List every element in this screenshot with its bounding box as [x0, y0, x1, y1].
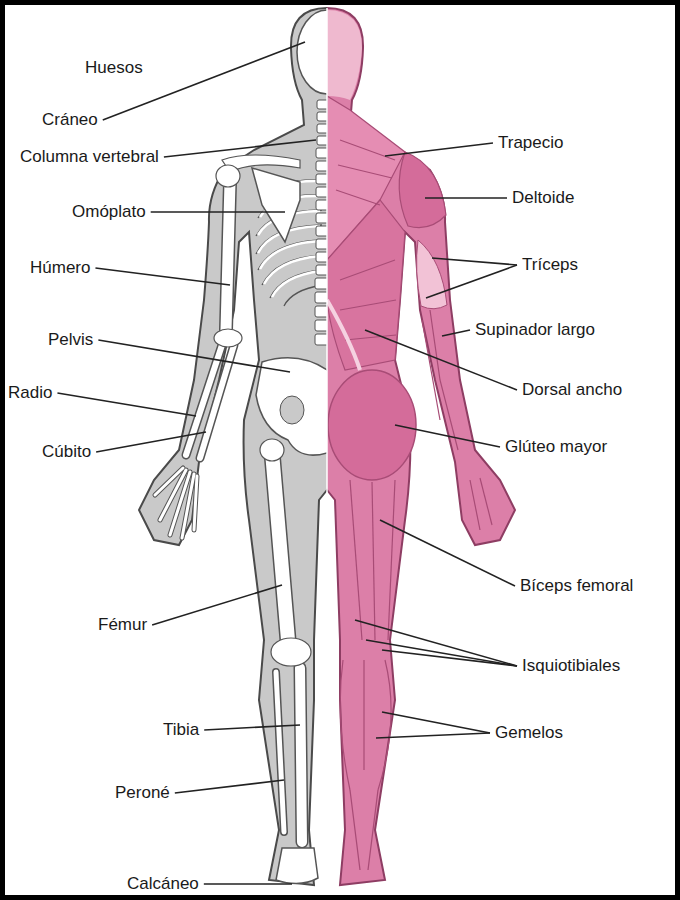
muscle-label: Deltoide: [512, 188, 574, 208]
midline: [326, 8, 328, 885]
skull-bone: [297, 10, 327, 94]
leader-line: [382, 650, 517, 666]
bone-label: Tibia: [163, 720, 199, 740]
leader-line: [385, 143, 493, 156]
elbow-joint: [214, 329, 242, 347]
pelvis-foramen: [280, 396, 304, 424]
bone-label: Fémur: [98, 615, 147, 635]
muscle-label: Gemelos: [495, 723, 563, 743]
hand-bones: [155, 468, 197, 538]
scapula-bone: [252, 168, 300, 242]
bone-label: Calcáneo: [127, 874, 199, 894]
muscle-label: Glúteo mayor: [505, 437, 607, 457]
leader-line: [95, 268, 230, 285]
leader-line: [382, 712, 490, 733]
leader-line: [164, 140, 316, 157]
muscle-label: Tríceps: [522, 255, 578, 275]
muscle-label: Bíceps femoral: [520, 576, 633, 596]
leader-line: [432, 258, 517, 265]
leader-line: [103, 42, 305, 120]
leader-line: [98, 340, 290, 372]
muscle-label: Trapecio: [498, 133, 564, 153]
muscle-label: Supinador largo: [475, 320, 595, 340]
leader-line: [175, 780, 284, 793]
bone-label: Omóplato: [72, 202, 146, 222]
muscle-label: Dorsal ancho: [522, 380, 622, 400]
gluteus-muscle: [328, 370, 416, 480]
leader-line: [426, 265, 517, 298]
triceps-tendon: [417, 240, 447, 309]
leader-line: [204, 725, 300, 730]
muscle-fibres: [336, 140, 492, 870]
bone-label: Huesos: [85, 58, 143, 78]
bone-label: Cúbito: [42, 442, 91, 462]
deltoid-muscle: [399, 152, 446, 228]
leader-line: [442, 330, 470, 336]
lumbar-fascia: [327, 300, 360, 370]
leader-line: [152, 585, 282, 625]
leader-line: [151, 211, 285, 213]
body-silhouette: [327, 8, 515, 885]
bone-label: Radio: [8, 383, 52, 403]
muscle-half: [327, 8, 515, 885]
femur-head: [260, 439, 284, 461]
skeleton-half: [139, 8, 327, 885]
leader-line: [366, 640, 517, 666]
leader-line: [355, 620, 517, 666]
bone-label: Peroné: [115, 783, 170, 803]
body-silhouette: [139, 8, 327, 885]
head-skin: [327, 10, 362, 100]
foot-bones: [276, 848, 318, 884]
knee-joint: [271, 638, 311, 666]
leader-line: [96, 432, 206, 452]
bone-label: Húmero: [30, 258, 90, 278]
spine-bone: [315, 100, 327, 345]
leader-line: [204, 883, 292, 885]
bone-label: Cráneo: [42, 110, 98, 130]
leader-line: [395, 425, 500, 447]
leader-line: [380, 520, 515, 586]
leader-line: [425, 197, 507, 199]
hand-bones-fill: [155, 468, 197, 538]
muscle-label: Isquiotibiales: [522, 656, 620, 676]
bone-label: Columna vertebral: [20, 147, 159, 167]
bone-label: Pelvis: [48, 330, 93, 350]
humerus-head: [216, 165, 240, 187]
latissimus-muscle: [327, 200, 405, 370]
leader-line: [57, 393, 196, 416]
leader-line: [376, 733, 490, 738]
